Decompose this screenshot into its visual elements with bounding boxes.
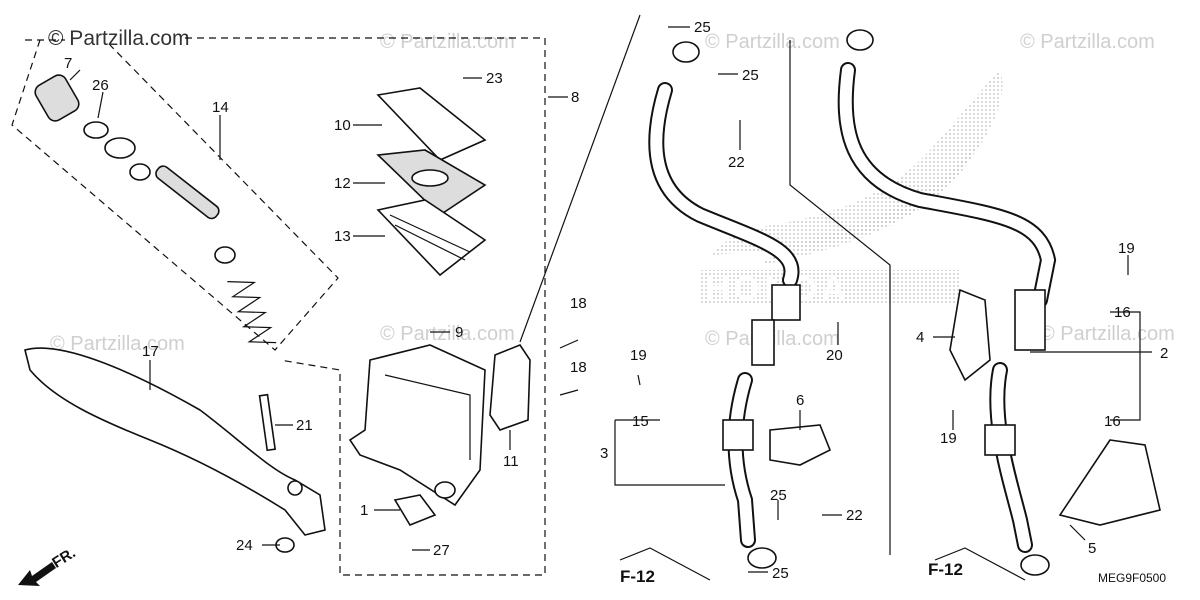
piston-kit bbox=[34, 74, 277, 344]
watermark-text: © Partzilla.com bbox=[705, 31, 840, 53]
callout-25: 25 bbox=[770, 487, 787, 504]
brake-hose-upper bbox=[648, 41, 801, 366]
callout-6: 6 bbox=[796, 392, 804, 409]
callout-4: 4 bbox=[916, 329, 924, 346]
callout-9: 9 bbox=[455, 324, 463, 341]
callout-15: 15 bbox=[632, 413, 649, 430]
callout-5: 5 bbox=[1088, 540, 1096, 557]
brake-lever bbox=[24, 347, 326, 553]
callout-8: 8 bbox=[571, 89, 579, 106]
master-cylinder-body bbox=[348, 344, 531, 526]
callout-12: 12 bbox=[334, 175, 351, 192]
callout-22: 22 bbox=[728, 154, 745, 171]
brake-hose-lower-left bbox=[722, 372, 832, 569]
callout-19: 19 bbox=[630, 347, 647, 364]
watermark-text: © Partzilla.com bbox=[1020, 31, 1155, 53]
watermarks: © Partzilla.com © Partzilla.com © Partzi… bbox=[48, 27, 1175, 355]
reservoir-cap bbox=[376, 87, 487, 277]
callout-16: 16 bbox=[1114, 304, 1131, 321]
callout-13: 13 bbox=[334, 228, 351, 245]
callout-25: 25 bbox=[694, 19, 711, 36]
diagram-code: MEG9F0500 bbox=[1098, 571, 1166, 585]
callout-24: 24 bbox=[236, 537, 253, 554]
callout-16: 16 bbox=[1104, 413, 1121, 430]
assembly-outlines bbox=[11, 14, 891, 576]
callout-11: 11 bbox=[503, 453, 519, 470]
page-reference-f12: F-12 bbox=[928, 560, 963, 579]
callout-3: 3 bbox=[600, 445, 608, 462]
callout-17: 17 bbox=[142, 343, 159, 360]
callout-22: 22 bbox=[846, 507, 863, 524]
watermark-text: © Partzilla.com bbox=[48, 27, 190, 50]
callout-25: 25 bbox=[772, 565, 789, 582]
callout-labels: 7 26 14 10 12 13 23 8 9 25 25 22 17 21 2… bbox=[64, 19, 1168, 582]
callout-1: 1 bbox=[360, 502, 368, 519]
watermark-text: © Partzilla.com bbox=[380, 323, 515, 345]
watermark-text: © Partzilla.com bbox=[50, 333, 185, 355]
callout-23: 23 bbox=[486, 70, 503, 87]
callout-21: 21 bbox=[296, 417, 313, 434]
brake-hose-lower-right bbox=[949, 288, 1161, 576]
watermark-text: © Partzilla.com bbox=[1040, 323, 1175, 345]
callout-7: 7 bbox=[64, 55, 72, 72]
callout-2: 2 bbox=[1160, 345, 1168, 362]
watermark-text: © Partzilla.com bbox=[380, 31, 515, 53]
callout-19: 19 bbox=[940, 430, 957, 447]
page-reference-f12: F-12 bbox=[620, 567, 655, 586]
leader-lines bbox=[69, 26, 1152, 581]
brake-hose-right bbox=[837, 29, 1057, 351]
callout-18: 18 bbox=[570, 295, 587, 312]
callout-25: 25 bbox=[742, 67, 759, 84]
callout-20: 20 bbox=[826, 347, 843, 364]
front-direction-arrow: FR. bbox=[18, 544, 79, 586]
callout-26: 26 bbox=[92, 77, 109, 94]
callout-10: 10 bbox=[334, 117, 351, 134]
callout-18: 18 bbox=[570, 359, 587, 376]
callout-27: 27 bbox=[433, 542, 450, 559]
callout-14: 14 bbox=[212, 99, 229, 116]
callout-19: 19 bbox=[1118, 240, 1135, 257]
